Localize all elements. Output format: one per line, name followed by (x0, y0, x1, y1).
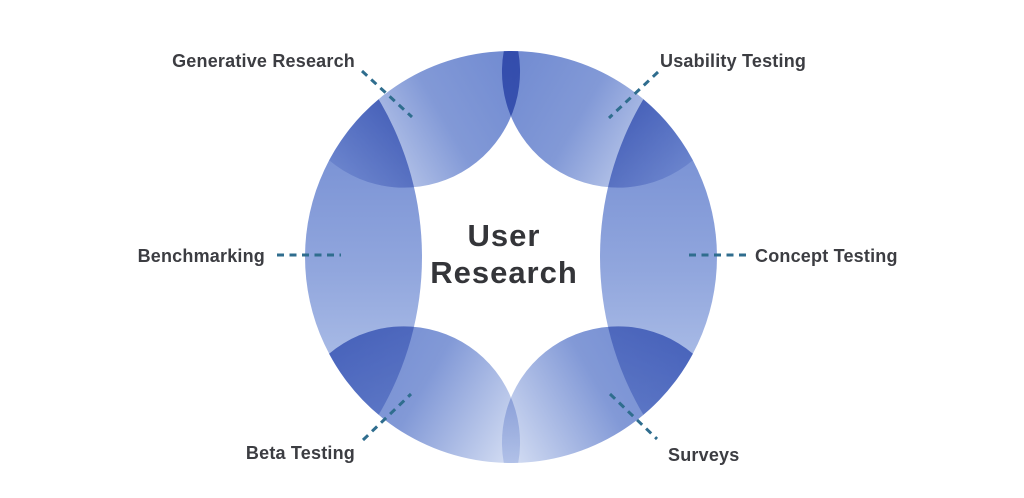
diagram-center-title: User Research (354, 217, 654, 291)
petal-generative-research (329, 51, 521, 188)
label-concept-testing: Concept Testing (755, 246, 898, 266)
title-line-1: User (467, 218, 541, 253)
label-generative-research: Generative Research (172, 51, 355, 71)
petal-usability-testing (501, 51, 693, 188)
label-beta-testing: Beta Testing (245, 443, 355, 463)
leader-line-beta-testing (361, 392, 413, 442)
petal-surveys (501, 326, 693, 463)
leader-line-generative-research (360, 69, 414, 119)
leader-line-surveys (608, 392, 659, 441)
leader-line-usability-testing (607, 70, 660, 120)
label-benchmarking: Benchmarking (137, 246, 265, 266)
label-usability-testing: Usability Testing (660, 51, 807, 71)
title-line-2: Research (430, 255, 578, 290)
label-surveys: Surveys (668, 445, 740, 465)
petal-beta-testing (329, 326, 521, 463)
